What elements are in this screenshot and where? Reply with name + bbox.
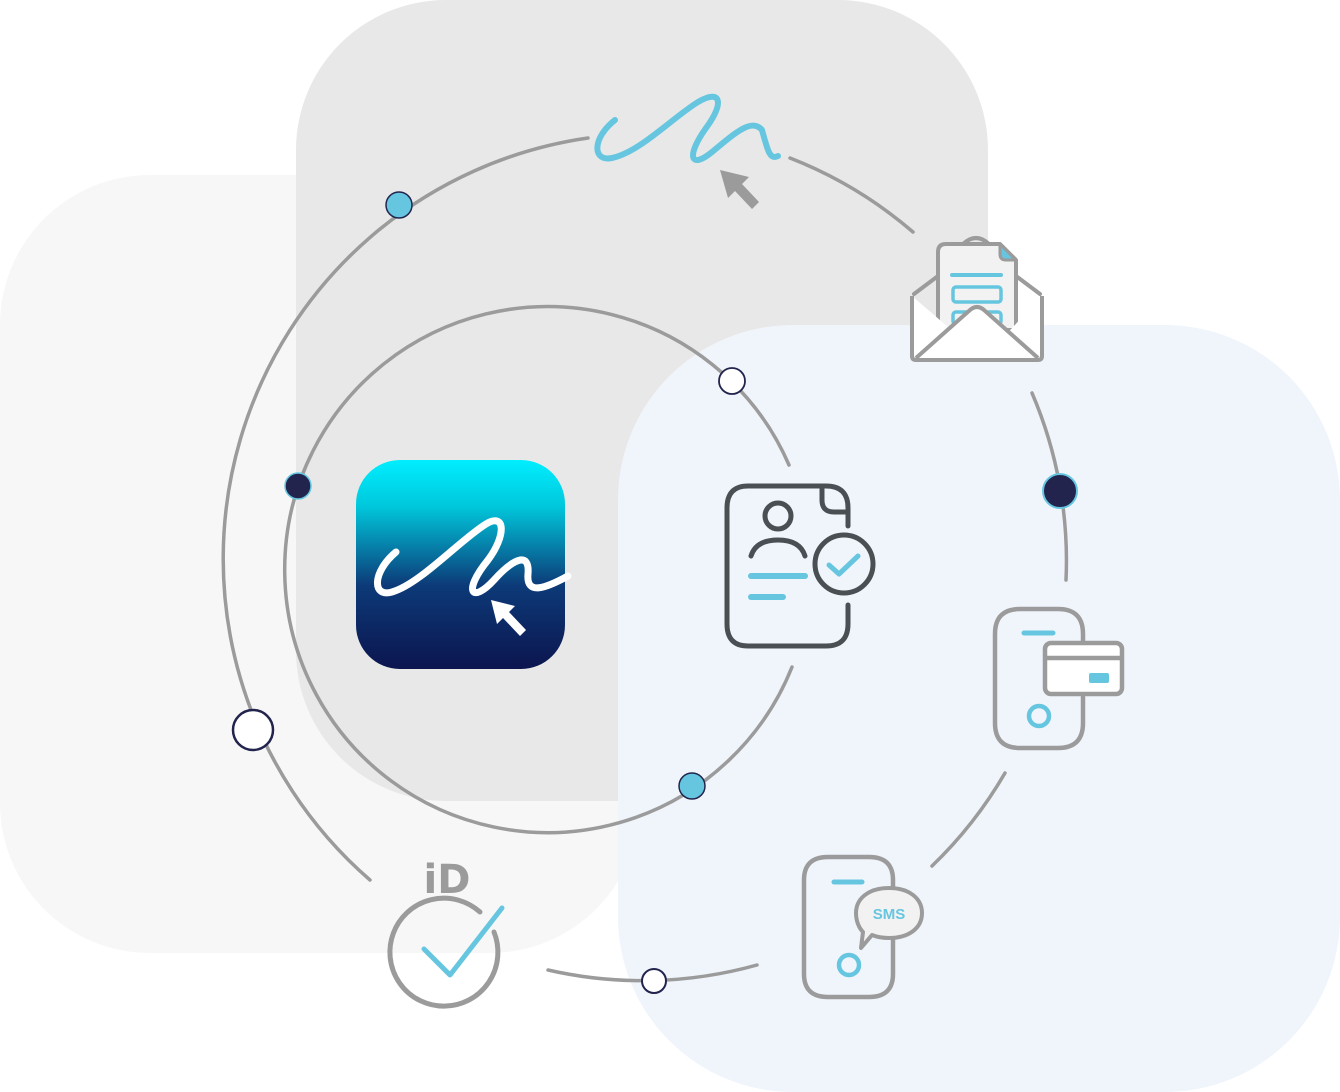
inner-ring (282, 304, 794, 835)
dot-outer-bottom (641, 968, 667, 994)
dot-outer-top-left (385, 191, 413, 219)
ring-dots (231, 191, 1078, 994)
dot-inner-left (284, 472, 312, 500)
cursor-icon (491, 600, 526, 636)
dot-outer-left (231, 708, 275, 752)
phone-credit-card-icon (992, 606, 1125, 751)
dot-outer-right (1042, 473, 1078, 509)
center-app-icon (356, 460, 572, 669)
phone-sms-icon: SMS (801, 854, 924, 1000)
signature-icon (374, 517, 572, 597)
id-label: iD (424, 857, 471, 903)
dot-inner-bottom-right (678, 772, 706, 800)
open-envelope-document-icon (910, 236, 1044, 362)
background-panel-blue (618, 325, 1340, 1092)
id-checkmark-icon: iD (387, 857, 505, 1009)
sms-label: SMS (873, 906, 906, 923)
profile-document-check-icon (724, 483, 876, 649)
dot-inner-top-right (718, 367, 746, 395)
signature-cursor-icon (594, 93, 781, 209)
